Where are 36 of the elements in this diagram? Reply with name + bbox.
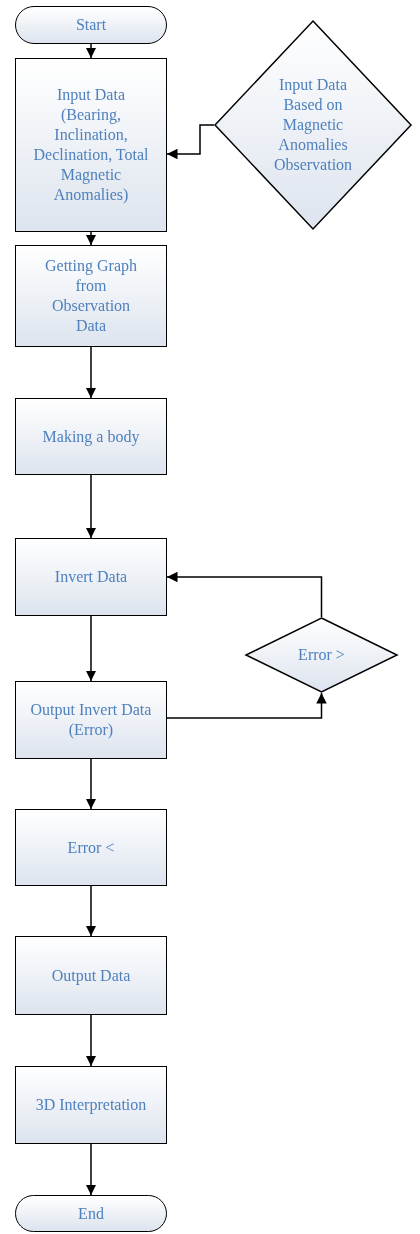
node-label: Output Invert Data (Error) xyxy=(29,700,153,740)
arrow xyxy=(85,885,97,937)
process-box xyxy=(15,245,167,347)
node-label: Making a body xyxy=(41,426,141,447)
node-label: Input Data (Bearing, Inclination, Declination, Total Magnetic Anomalies) xyxy=(32,85,150,205)
arrow xyxy=(85,474,97,539)
process-box xyxy=(15,538,167,616)
node-label: Getting Graph from Observation Data xyxy=(44,256,138,336)
arrow xyxy=(85,43,97,59)
node-label: Error > xyxy=(297,645,346,665)
arrow xyxy=(85,346,97,399)
arrow xyxy=(85,758,97,810)
decision-diamond xyxy=(245,617,398,693)
arrow xyxy=(166,571,323,618)
node-label: End xyxy=(77,1203,105,1224)
process-box xyxy=(15,1066,167,1144)
arrow xyxy=(85,231,97,246)
decision-diamond xyxy=(214,20,412,230)
node-label: Input Data Based on Magnetic Anomalies Observation xyxy=(272,75,354,175)
node-label: Error < xyxy=(66,837,116,858)
arrow xyxy=(85,615,97,682)
node-label: Output Data xyxy=(50,965,132,986)
process-box xyxy=(15,936,167,1015)
process-box xyxy=(15,58,167,232)
arrow xyxy=(85,1014,97,1067)
node-label: Invert Data xyxy=(53,567,129,587)
arrow xyxy=(166,692,327,719)
arrow xyxy=(166,124,215,160)
process-box xyxy=(15,809,167,886)
process-box xyxy=(15,398,167,475)
arrow xyxy=(85,1143,97,1196)
process-box xyxy=(15,681,167,759)
terminal-box xyxy=(15,1195,167,1232)
node-label: Start xyxy=(74,15,108,35)
terminal-box xyxy=(15,6,167,44)
node-label: 3D Interpretation xyxy=(34,1095,148,1115)
